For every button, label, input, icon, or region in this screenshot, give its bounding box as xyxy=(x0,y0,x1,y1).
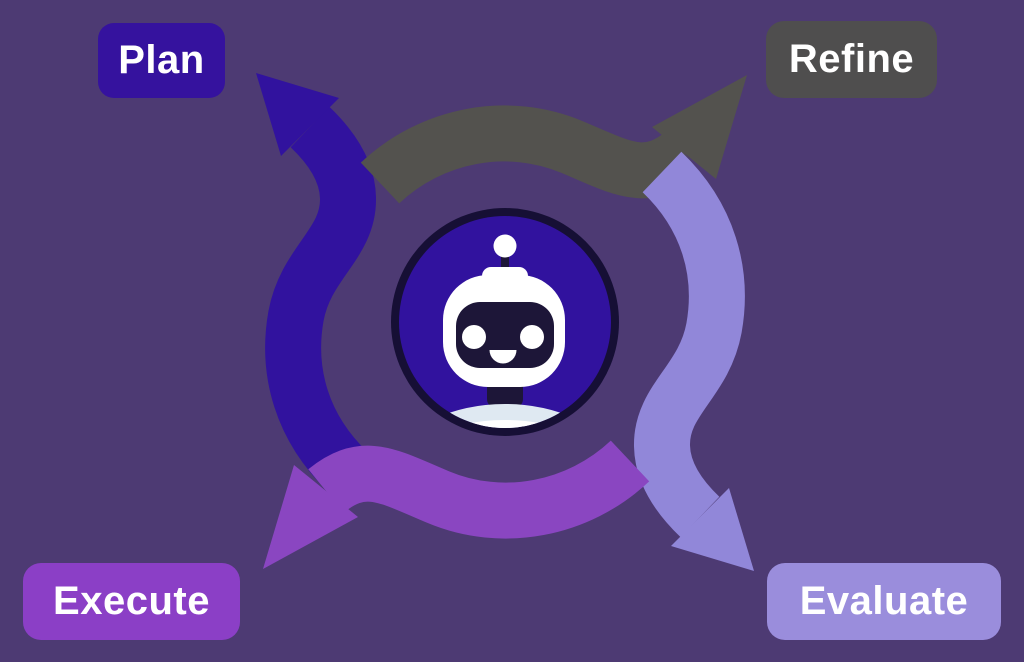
stage-box-refine: Refine xyxy=(766,21,937,98)
arrow-to-execute xyxy=(263,461,630,569)
robot-mouth xyxy=(489,350,517,364)
robot-eye-left xyxy=(462,325,486,349)
stage-label-evaluate: Evaluate xyxy=(799,579,969,623)
robot-face-visor xyxy=(456,302,554,368)
arrow-to-plan xyxy=(256,73,348,472)
stage-box-execute: Execute xyxy=(23,563,240,640)
stage-label-execute: Execute xyxy=(53,579,210,623)
robot-icon xyxy=(391,208,619,436)
arrow-to-evaluate xyxy=(662,172,754,571)
stage-box-plan: Plan xyxy=(98,23,225,98)
stage-box-evaluate: Evaluate xyxy=(767,563,1001,640)
stage-label-refine: Refine xyxy=(788,37,915,81)
robot-eye-right xyxy=(520,325,544,349)
robot-antenna-ball xyxy=(493,234,517,258)
stage-label-plan: Plan xyxy=(118,38,205,82)
robot-antenna-stem xyxy=(501,248,509,276)
